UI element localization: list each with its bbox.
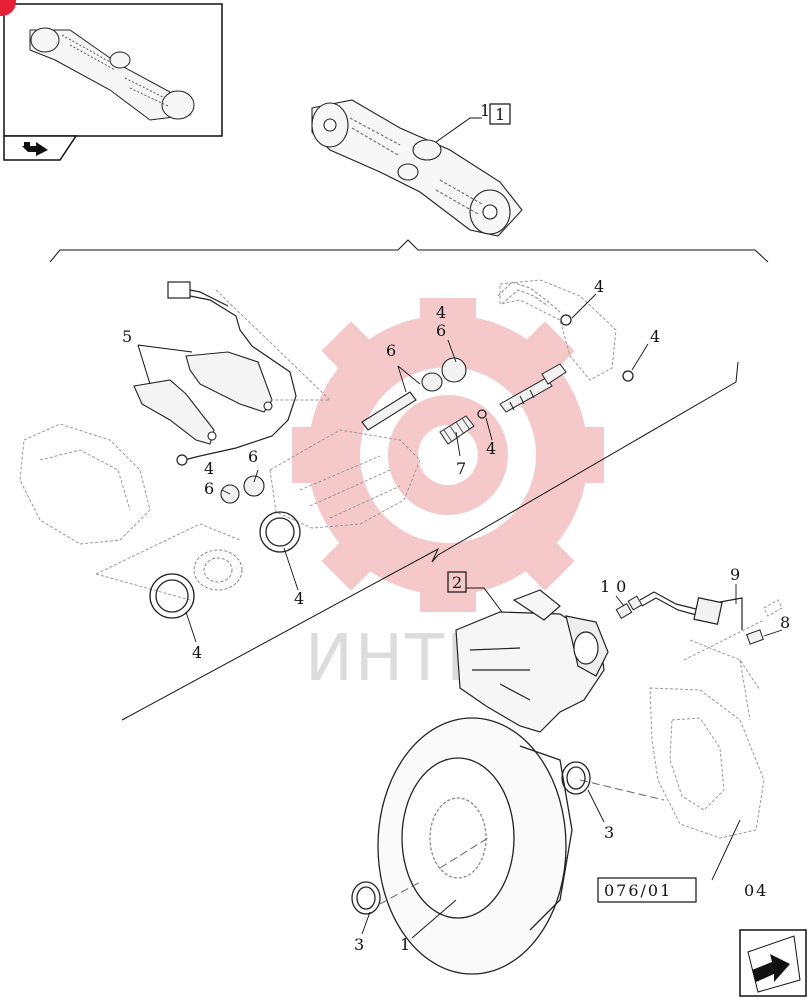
snap-rings[interactable] (351, 761, 591, 915)
page-ref-code: 076/01 (604, 881, 672, 900)
axle-assembly[interactable] (311, 99, 523, 237)
callout-6: 6 (386, 341, 396, 360)
callout-7: 7 (456, 459, 466, 478)
page-reference[interactable]: 076/01 04 (597, 877, 768, 903)
callout-4: 4 (650, 327, 660, 346)
adjuster-spring[interactable] (439, 415, 475, 445)
caliper-ref-box[interactable]: 2 (452, 573, 462, 592)
callout-4: 4 (192, 643, 202, 662)
callout-3: 3 (604, 823, 614, 842)
callout-4: 4 (294, 589, 304, 608)
brake-disc[interactable] (377, 717, 573, 975)
callout-8: 8 (780, 613, 790, 632)
caliper-housing-dashed (19, 279, 765, 839)
brake-pads[interactable] (133, 351, 273, 445)
callout-3: 3 (354, 935, 364, 954)
callout-labels: 4 4 6 4 6 4 7 4 6 6 4 4 10 9 8 3 3 1 (192, 277, 790, 954)
wear-sensor-cable (167, 281, 297, 466)
back-arrow-icon[interactable] (22, 142, 48, 156)
axle-callout: 1 1 (435, 101, 511, 143)
caliper[interactable] (455, 589, 609, 733)
thumbnail-axle (29, 27, 195, 121)
pad-callout-lines (137, 344, 193, 385)
leader-lines (185, 293, 783, 939)
callout-1: 1 (400, 935, 410, 954)
corner-badge (0, 0, 16, 16)
fitting[interactable] (615, 595, 643, 620)
svg-text:1: 1 (480, 101, 490, 120)
seal-rings[interactable] (149, 314, 634, 619)
callout-6: 6 (436, 321, 446, 340)
callout-4: 4 (204, 459, 214, 478)
callout-6: 6 (204, 479, 214, 498)
bleeder-valve[interactable] (499, 363, 567, 413)
piston (193, 549, 243, 591)
callout-4: 4 (486, 439, 496, 458)
thumbnail-frame[interactable] (0, 0, 223, 161)
page-ref-suffix: 04 (744, 881, 768, 900)
group-bracket (49, 239, 769, 721)
guide-pins[interactable] (220, 357, 467, 504)
callout-4: 4 (436, 303, 446, 322)
callout-6: 6 (248, 447, 258, 466)
next-arrow-icon[interactable] (739, 929, 807, 997)
callout-10: 10 (600, 577, 632, 596)
disc-axis (379, 779, 665, 905)
brake-line[interactable] (639, 591, 743, 630)
brake-hose-upper (497, 281, 561, 313)
bolt[interactable] (746, 629, 764, 645)
caliper-ref: 2 (447, 571, 503, 613)
bolt-dashed (683, 599, 783, 661)
callout-9: 9 (730, 565, 740, 584)
callout-4: 4 (594, 277, 604, 296)
callout-5: 5 (122, 327, 132, 346)
axle-ref-box[interactable]: 1 (495, 105, 505, 124)
